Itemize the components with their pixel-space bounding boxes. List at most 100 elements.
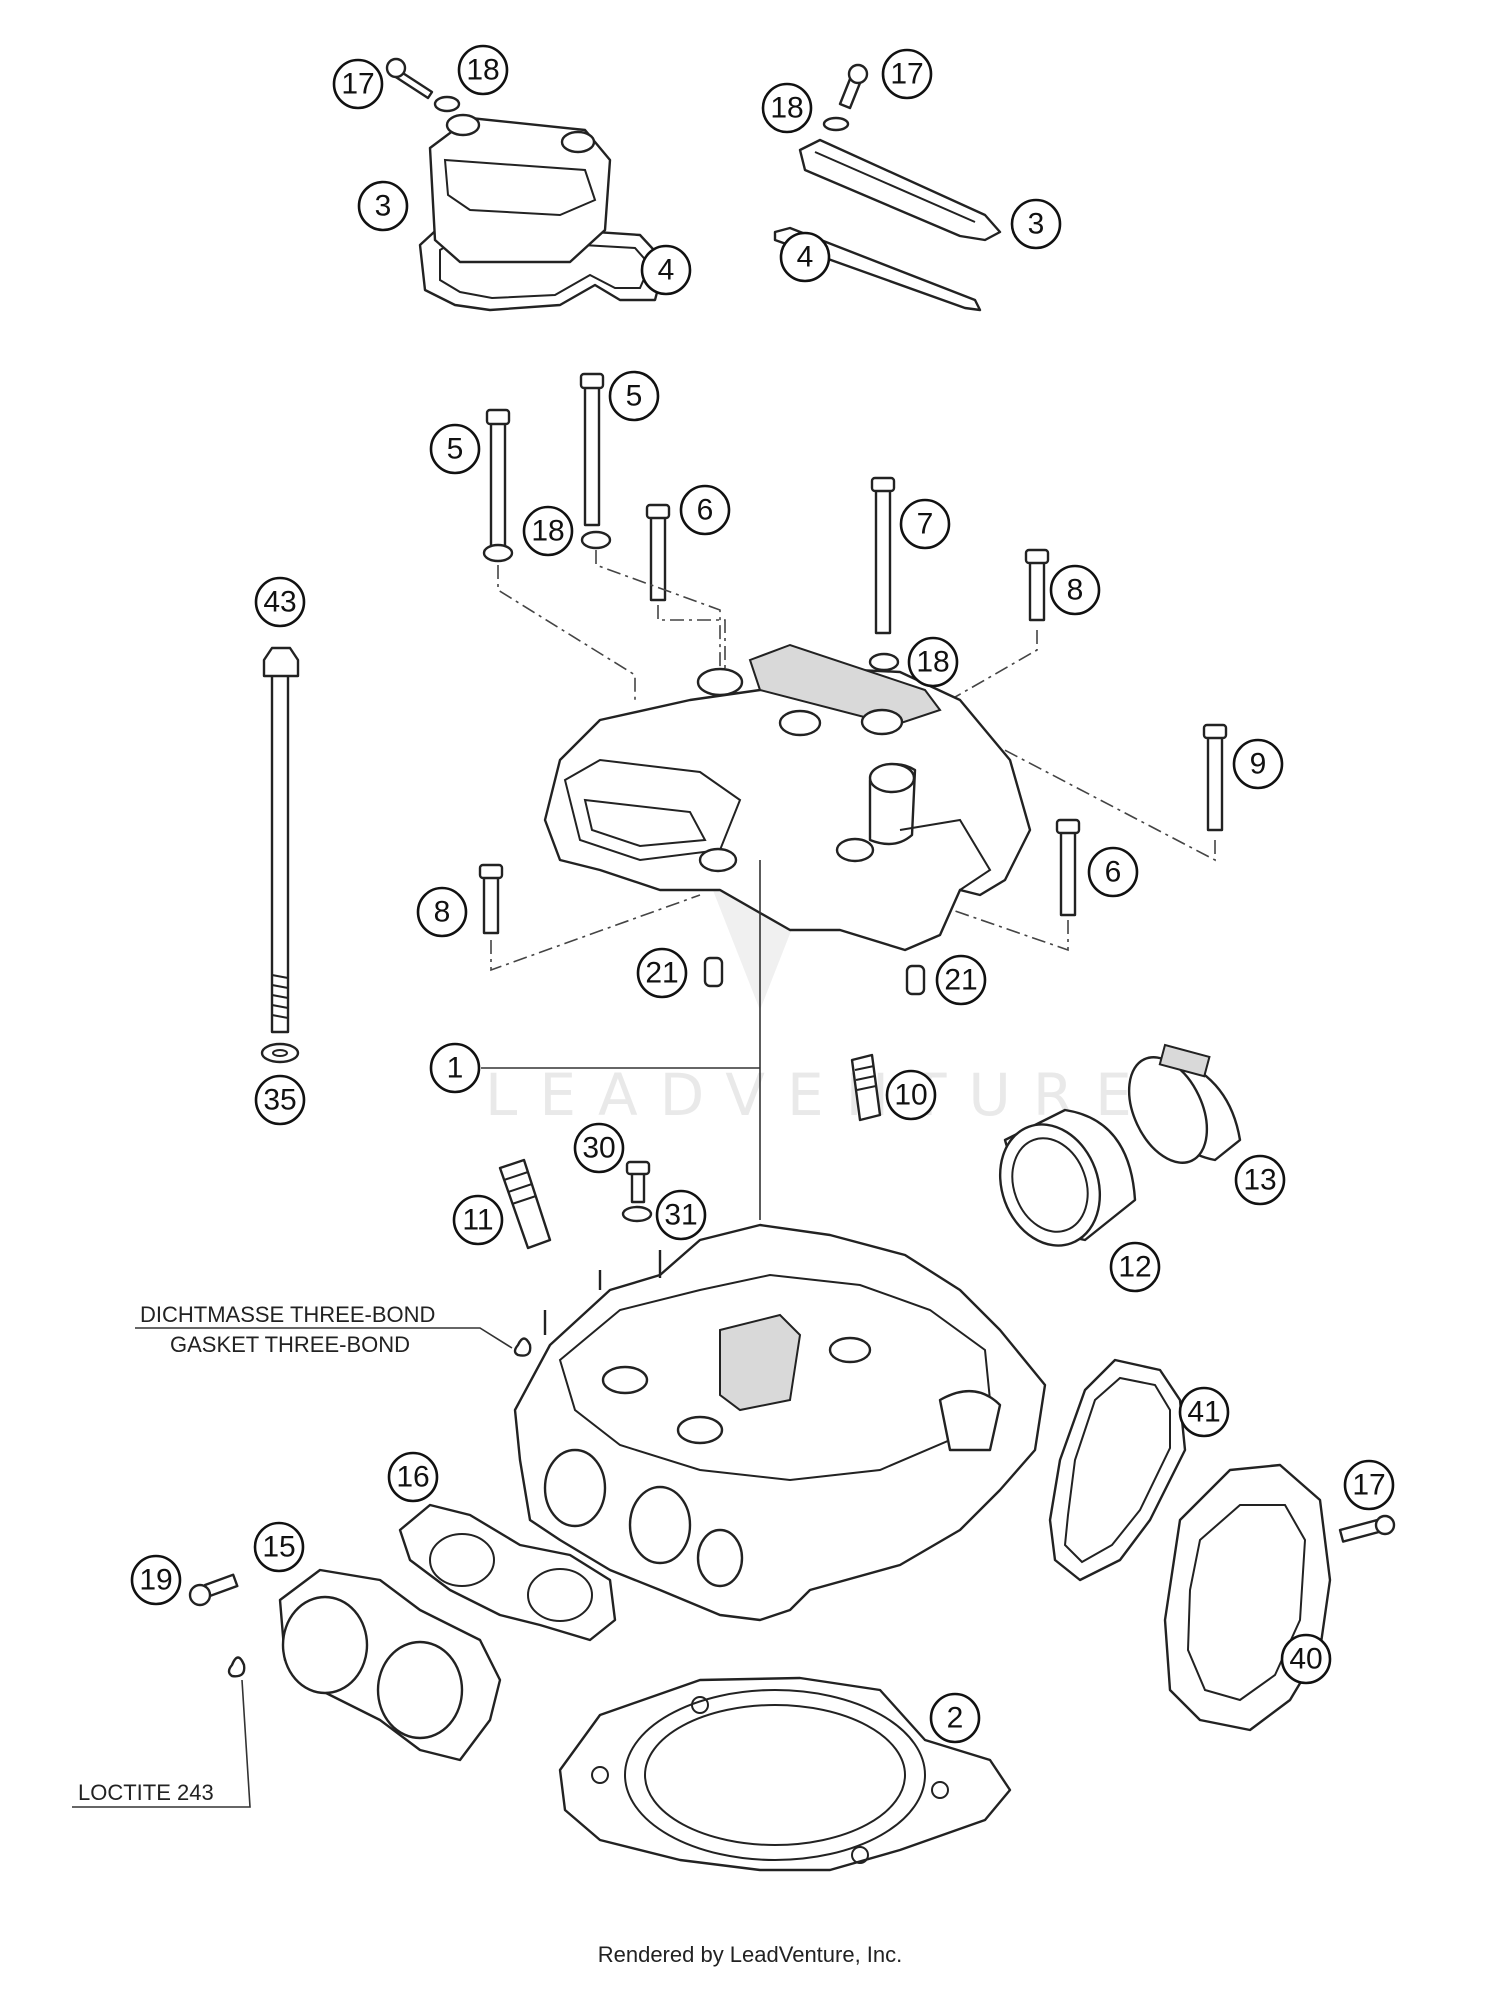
intake-boot-group xyxy=(998,1043,1242,1247)
camshaft-carrier xyxy=(543,643,1032,952)
svg-text:8: 8 xyxy=(434,896,451,929)
svg-text:18: 18 xyxy=(531,515,564,548)
callout-17c: 17 xyxy=(1343,1459,1395,1511)
svg-text:15: 15 xyxy=(262,1531,295,1564)
washer-18-b xyxy=(580,530,612,550)
timing-cover-40 xyxy=(1163,1463,1332,1732)
svg-text:10: 10 xyxy=(894,1079,927,1112)
watermark-text: LEADVENTURE xyxy=(485,1061,1154,1129)
callout-6a: 6 xyxy=(679,484,731,536)
dowel-pin-21-right xyxy=(905,964,926,996)
svg-text:3: 3 xyxy=(375,190,392,223)
stud-43-group xyxy=(260,646,300,1064)
svg-text:5: 5 xyxy=(447,433,464,466)
callout-31: 31 xyxy=(655,1189,707,1241)
valve-cover-left xyxy=(428,116,612,264)
callout-18b: 18 xyxy=(761,82,813,134)
bolt-6-top xyxy=(649,513,667,602)
footer-credit: Rendered by LeadVenture, Inc. xyxy=(597,1942,903,1967)
callout-11: 11 xyxy=(452,1194,504,1246)
callout-13: 13 xyxy=(1234,1154,1286,1206)
svg-text:6: 6 xyxy=(1105,856,1122,889)
callout-43: 43 xyxy=(254,576,306,628)
svg-text:7: 7 xyxy=(917,508,934,541)
svg-text:4: 4 xyxy=(658,254,675,287)
callout-3a: 3 xyxy=(357,180,409,232)
callout-3b: 3 xyxy=(1010,198,1062,250)
callout-18c: 18 xyxy=(522,505,574,557)
svg-text:3: 3 xyxy=(1028,208,1045,241)
valve-guide-11 xyxy=(498,1158,552,1250)
callout-4b: 4 xyxy=(779,231,831,283)
loctite-note-text: LOCTITE 243 xyxy=(78,1780,214,1805)
sealant-drop xyxy=(513,1337,532,1357)
svg-text:31: 31 xyxy=(664,1199,697,1232)
svg-text:18: 18 xyxy=(466,54,499,87)
cover-gasket-41 xyxy=(1048,1358,1187,1582)
sealant-note: DICHTMASSE THREE-BOND GASKET THREE-BOND xyxy=(135,1302,513,1357)
callout-17b: 17 xyxy=(881,48,933,100)
head-gasket-2 xyxy=(558,1676,1012,1872)
callout-15: 15 xyxy=(253,1521,305,1573)
callout-5a: 5 xyxy=(429,423,481,475)
leader-1 xyxy=(481,860,761,1220)
callout-8b: 8 xyxy=(416,886,468,938)
svg-text:30: 30 xyxy=(582,1132,615,1165)
washer-31 xyxy=(621,1205,653,1223)
bolt-8-left xyxy=(482,873,500,935)
svg-text:9: 9 xyxy=(1250,748,1267,781)
svg-text:1: 1 xyxy=(447,1052,464,1085)
svg-text:18: 18 xyxy=(916,646,949,679)
callout-40: 40 xyxy=(1280,1633,1332,1685)
callout-30: 30 xyxy=(573,1122,625,1174)
washer-18-c xyxy=(868,652,900,672)
loctite-note: LOCTITE 243 xyxy=(72,1679,251,1808)
callout-16: 16 xyxy=(387,1451,439,1503)
callout-41: 41 xyxy=(1178,1386,1230,1438)
exhaust-flange-15 xyxy=(278,1568,502,1762)
sealant-note-de: DICHTMASSE THREE-BOND xyxy=(140,1302,435,1327)
svg-text:18: 18 xyxy=(770,92,803,125)
callout-12: 12 xyxy=(1109,1241,1161,1293)
svg-text:35: 35 xyxy=(263,1084,296,1117)
washer-18-right xyxy=(822,116,850,132)
bolt-6-side xyxy=(1059,828,1077,917)
bolt-9 xyxy=(1206,733,1224,832)
callout-6b: 6 xyxy=(1087,846,1139,898)
svg-text:13: 13 xyxy=(1243,1164,1276,1197)
bolt-5-right xyxy=(583,383,601,527)
callout-19: 19 xyxy=(130,1554,182,1606)
svg-text:2: 2 xyxy=(947,1702,964,1735)
callout-9: 9 xyxy=(1232,738,1284,790)
sealant-note-en: GASKET THREE-BOND xyxy=(170,1332,410,1357)
screw-30 xyxy=(630,1170,646,1204)
svg-text:41: 41 xyxy=(1187,1396,1220,1429)
svg-text:19: 19 xyxy=(139,1564,172,1597)
svg-text:21: 21 xyxy=(944,964,977,997)
callout-7: 7 xyxy=(899,498,951,550)
callout-8a: 8 xyxy=(1049,564,1101,616)
washer-35 xyxy=(260,1042,300,1064)
dowel-pin-21-left xyxy=(703,956,724,988)
svg-text:21: 21 xyxy=(645,957,678,990)
callout-1: 1 xyxy=(429,1042,481,1094)
svg-text:12: 12 xyxy=(1118,1251,1151,1284)
svg-text:4: 4 xyxy=(797,241,814,274)
svg-text:17: 17 xyxy=(1352,1469,1385,1502)
bolt-7 xyxy=(874,486,892,635)
callout-17a: 17 xyxy=(332,58,384,110)
callout-2: 2 xyxy=(929,1692,981,1744)
callout-10: 10 xyxy=(885,1069,937,1121)
svg-text:17: 17 xyxy=(890,58,923,91)
callout-4a: 4 xyxy=(640,244,692,296)
svg-text:43: 43 xyxy=(263,586,296,619)
valve-cover-left-group xyxy=(385,57,667,312)
svg-text:17: 17 xyxy=(341,68,374,101)
callout-35: 35 xyxy=(254,1074,306,1126)
svg-text:8: 8 xyxy=(1067,574,1084,607)
svg-text:11: 11 xyxy=(462,1204,493,1237)
callout-5b: 5 xyxy=(608,370,660,422)
loctite-drop xyxy=(227,1656,246,1678)
callout-18d: 18 xyxy=(907,636,959,688)
